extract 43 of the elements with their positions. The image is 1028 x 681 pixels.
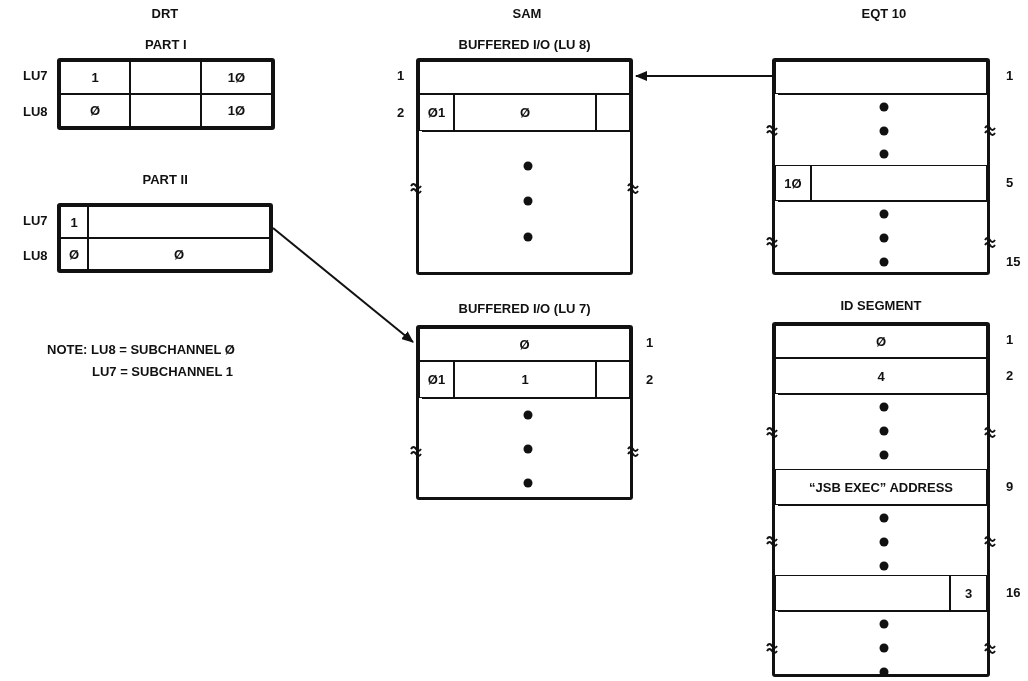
row-label: LU7 — [23, 212, 48, 229]
note-text: NOTE: LU8 = SUBCHANNEL Ø LU7 = SUBCHANNEL 1 — [47, 341, 236, 381]
table-cell: 1 — [60, 206, 88, 238]
arrow — [635, 71, 773, 81]
row-label: LU8 — [23, 104, 48, 120]
table-cell: 4 — [775, 358, 987, 394]
table-cell: Ø1 — [419, 94, 454, 131]
table-cell: 1 — [454, 361, 596, 398]
table-title: ID SEGMENT — [840, 298, 922, 314]
table-cell: Ø — [775, 325, 987, 358]
section-heading: SAM — [512, 6, 542, 22]
table-cell: Ø — [60, 238, 88, 270]
table-cell: Ø — [88, 238, 270, 270]
table-cell: 1Ø — [201, 61, 272, 94]
row-number: 1 — [1006, 332, 1014, 348]
table-cell: 1Ø — [775, 165, 811, 201]
row-number: 1 — [646, 335, 654, 351]
row-number: 1 — [397, 68, 405, 84]
table-cell: 3 — [950, 575, 987, 611]
row-label: LU8 — [23, 247, 48, 264]
table-cell: 1Ø — [201, 94, 272, 127]
row-number: 16 — [1006, 585, 1021, 601]
section-heading: DRT — [151, 6, 179, 22]
row-label: LU7 — [23, 68, 48, 84]
row-number: 15 — [1006, 254, 1021, 270]
table-title: BUFFERED I/O (LU 7) — [458, 301, 591, 317]
table-title: BUFFERED I/O (LU 8) — [458, 37, 591, 53]
table-cell: 1 — [60, 61, 130, 94]
row-number: 5 — [1006, 175, 1014, 191]
row-number: 2 — [397, 104, 405, 121]
arrow — [272, 227, 414, 343]
table-cell: Ø — [419, 328, 630, 361]
table-cell: Ø — [454, 94, 596, 131]
table-title: PART I — [145, 37, 187, 53]
section-heading: EQT 10 — [861, 6, 907, 22]
row-number: 1 — [1006, 68, 1014, 84]
row-number: 2 — [1006, 368, 1014, 384]
table-title: PART II — [142, 172, 188, 188]
table-cell: “JSB EXEC” ADDRESS — [775, 469, 987, 505]
row-number: 2 — [646, 371, 654, 388]
row-number: 9 — [1006, 479, 1014, 495]
table-cell: Ø1 — [419, 361, 454, 398]
table-cell: Ø — [60, 94, 130, 127]
